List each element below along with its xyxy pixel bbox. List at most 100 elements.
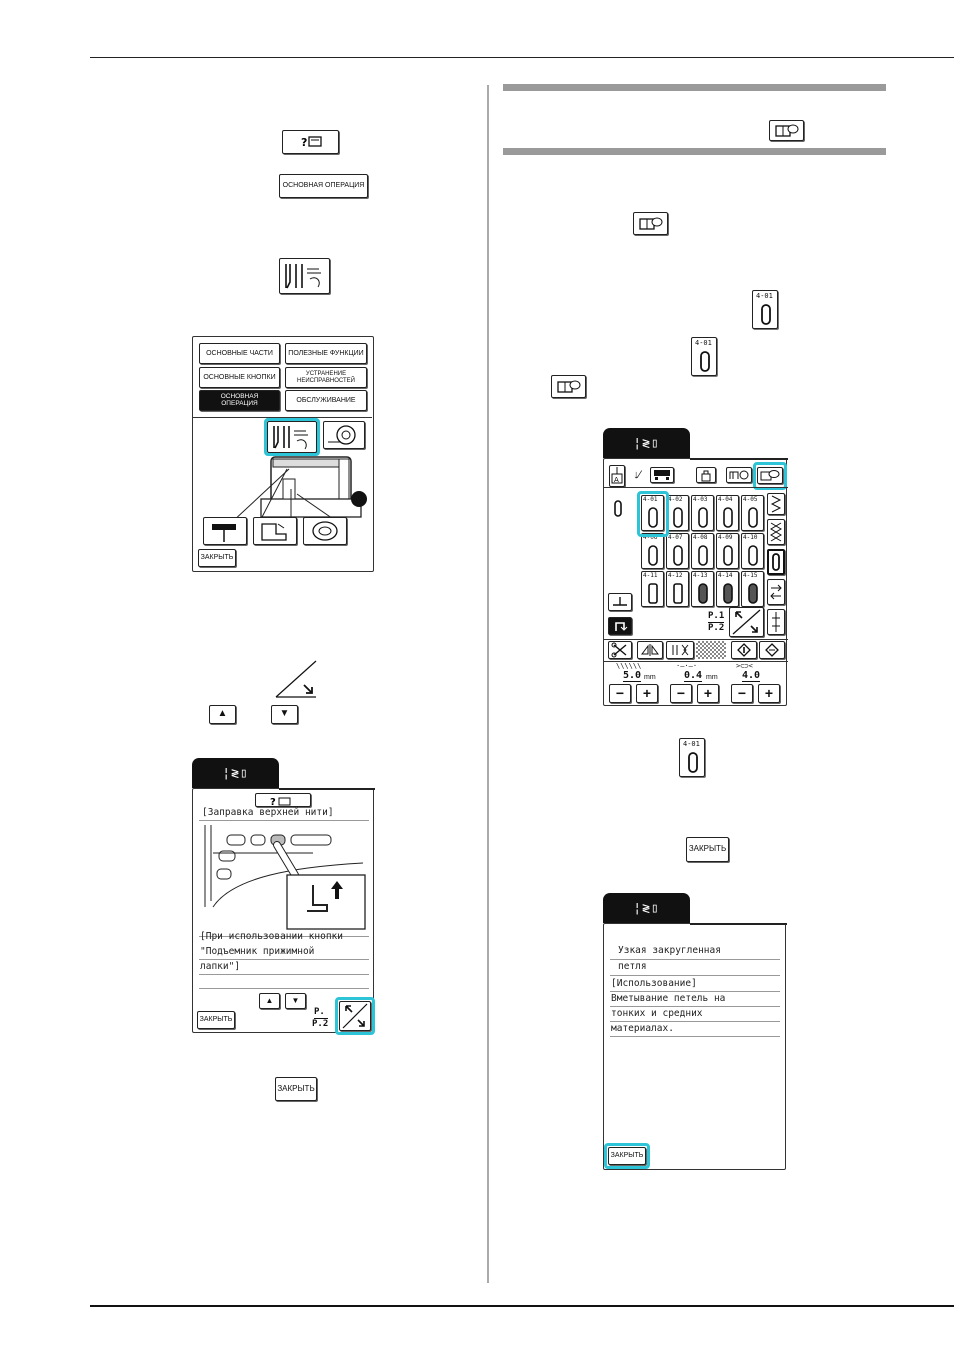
useful-functions-button[interactable]: ПОЛЕЗНЫЕ ФУНКЦИИ [285, 343, 367, 364]
spool-icon[interactable] [303, 517, 347, 545]
pattern-tab-zigzag[interactable] [767, 493, 785, 515]
image-key-icon[interactable] [759, 641, 785, 659]
text-underline [199, 820, 369, 821]
stitch-explanation-key[interactable] [757, 467, 783, 484]
desc-close-button[interactable]: ЗАКРЫТЬ [608, 1147, 646, 1165]
stitch-key-icon[interactable]: 4-01 [691, 337, 717, 376]
tension-plus-button[interactable]: + [758, 684, 780, 703]
help-close-button[interactable]: ЗАКРЫТЬ [197, 1011, 235, 1029]
stitch-cell-4-06[interactable]: 4-06 [641, 533, 664, 569]
foot-icon[interactable]: A [609, 465, 625, 487]
up-arrow-key[interactable]: ▲ [209, 705, 236, 724]
stitch-pattern-icon [748, 545, 758, 566]
help-screen-header-rule [279, 788, 375, 790]
stitch-cell-4-02[interactable]: 4-02 [666, 495, 689, 531]
stitch-explanation-key-icon[interactable] [551, 375, 586, 398]
stitch-explanation-key-icon [769, 120, 804, 141]
basic-parts-button[interactable]: ОСНОВНЫЕ ЧАСТИ [199, 343, 280, 364]
stitch-cell-4-15[interactable]: 4-15 [741, 571, 764, 607]
stitch-cell-4-12[interactable]: 4-12 [666, 571, 689, 607]
basic-operation-button[interactable]: ОСНОВНАЯ ОПЕРАЦИЯ [199, 390, 280, 411]
help-menu-close-button[interactable]: ЗАКРЫТЬ [198, 549, 236, 567]
stitch-code-label: 4-08 [693, 534, 708, 541]
stitch-cell-4-10[interactable]: 4-10 [741, 533, 764, 569]
stitch-cell-4-07[interactable]: 4-07 [666, 533, 689, 569]
setting-icon[interactable] [726, 467, 752, 483]
stitch-pattern-icon [648, 583, 658, 604]
sewing-machine-illustration [230, 456, 367, 524]
stitch-pattern-icon [723, 583, 733, 604]
stitch-cell-4-08[interactable]: 4-08 [691, 533, 714, 569]
stitch-key-icon[interactable]: 4-01 [752, 290, 778, 329]
maintenance-button[interactable]: ОБСЛУЖИВАНИЕ [285, 390, 367, 411]
stitch-pattern-icon [748, 507, 758, 528]
basic-buttons-button[interactable]: ОСНОВНЫЕ КНОПКИ [199, 367, 280, 388]
pattern-tab-decorative[interactable] [767, 519, 785, 545]
presser-foot-icon[interactable] [253, 517, 297, 545]
needle-icon[interactable] [203, 517, 247, 545]
stitch-cell-4-11[interactable]: 4-11 [641, 571, 664, 607]
header-separator [604, 487, 788, 488]
lock-icon[interactable] [696, 467, 716, 483]
stitch-pattern-icon [698, 583, 708, 604]
help-down-arrow-button[interactable]: ▼ [285, 993, 306, 1009]
needle-mode-icon[interactable] [650, 467, 674, 483]
threading-icon[interactable] [267, 421, 317, 453]
stitch-cell-4-14[interactable]: 4-14 [716, 571, 739, 607]
bobbin-icon[interactable] [323, 421, 365, 449]
mirror-icon[interactable] [637, 641, 663, 659]
bottom-rule [90, 1305, 954, 1307]
help-menu-screen: ОСНОВНЫЕ ЧАСТИ ПОЛЕЗНЫЕ ФУНКЦИИ ОСНОВНЫЕ… [192, 336, 374, 572]
stitch-pattern-icon [673, 545, 683, 566]
scissors-icon[interactable] [608, 641, 632, 659]
troubleshooting-button[interactable]: УСТРАНЕНИЕ НЕИСПРАВНОСТЕЙ [285, 367, 367, 388]
settings-separator [604, 661, 788, 662]
tension-minus-button[interactable]: − [731, 684, 753, 703]
toolbar-separator [604, 639, 788, 640]
stitch-cell-4-04[interactable]: 4-04 [716, 495, 739, 531]
width-plus-button[interactable]: + [636, 684, 658, 703]
next-page-button[interactable] [339, 1001, 371, 1031]
sewing-machine-category-icon[interactable] [279, 258, 330, 294]
stitch-explanation-highlight [753, 462, 787, 490]
desc-line-6: материалах. [611, 1023, 674, 1034]
text-underline [610, 991, 780, 992]
stitch-code-label: 4-15 [743, 572, 758, 579]
stitch-pattern-icon [723, 545, 733, 566]
help-note-line-2: "Подъемник прижимной [200, 946, 315, 957]
help-up-arrow-button[interactable]: ▲ [259, 993, 280, 1009]
reverse-icon[interactable] [608, 617, 632, 635]
stitch-key-icon[interactable]: 4-01 [679, 738, 705, 777]
stitch-pattern-icon [723, 507, 733, 528]
stitch-code-label: 4-01 [683, 740, 700, 748]
pattern-tab-straight[interactable] [767, 579, 785, 605]
stitch-cell-4-01[interactable]: 4-01 [641, 495, 664, 531]
width-minus-button[interactable]: − [609, 684, 631, 703]
help-key-icon[interactable]: ? [282, 130, 339, 154]
stitch-screen-tab: ¦≷▯ [603, 428, 690, 458]
stitch-cell-4-09[interactable]: 4-09 [716, 533, 739, 569]
presser-foot-lift-icon[interactable] [608, 593, 632, 611]
page-key[interactable] [729, 607, 764, 637]
length-minus-button[interactable]: − [670, 684, 692, 703]
down-arrow-key[interactable]: ▼ [271, 705, 298, 724]
stitch-code-label: 4-06 [643, 534, 658, 541]
stitch-cell-4-05[interactable]: 4-05 [741, 495, 764, 531]
screen-header-rule [690, 923, 787, 925]
stitch-cell-4-13[interactable]: 4-13 [691, 571, 714, 607]
close-key[interactable]: ЗАКРЫТЬ [686, 837, 729, 862]
stitch-pattern-icon [673, 507, 683, 528]
desc-line-4: Вметывание петель на [611, 993, 726, 1004]
twin-needle-icon[interactable] [666, 641, 694, 659]
close-key[interactable]: ЗАКРЫТЬ [275, 1077, 317, 1101]
memory-icon[interactable] [731, 641, 757, 659]
pattern-tab-buttonhole[interactable] [767, 549, 785, 575]
stitch-cell-4-03[interactable]: 4-03 [691, 495, 714, 531]
basic-operation-key[interactable]: ОСНОВНАЯ ОПЕРАЦИЯ [279, 174, 368, 198]
column-divider [487, 85, 489, 1283]
stitch-explanation-key-icon[interactable] [633, 212, 668, 235]
pattern-tab-heirloom[interactable] [767, 609, 785, 635]
page-number: P. [314, 1007, 325, 1017]
length-plus-button[interactable]: + [697, 684, 719, 703]
stitch-pattern-icon [698, 507, 708, 528]
